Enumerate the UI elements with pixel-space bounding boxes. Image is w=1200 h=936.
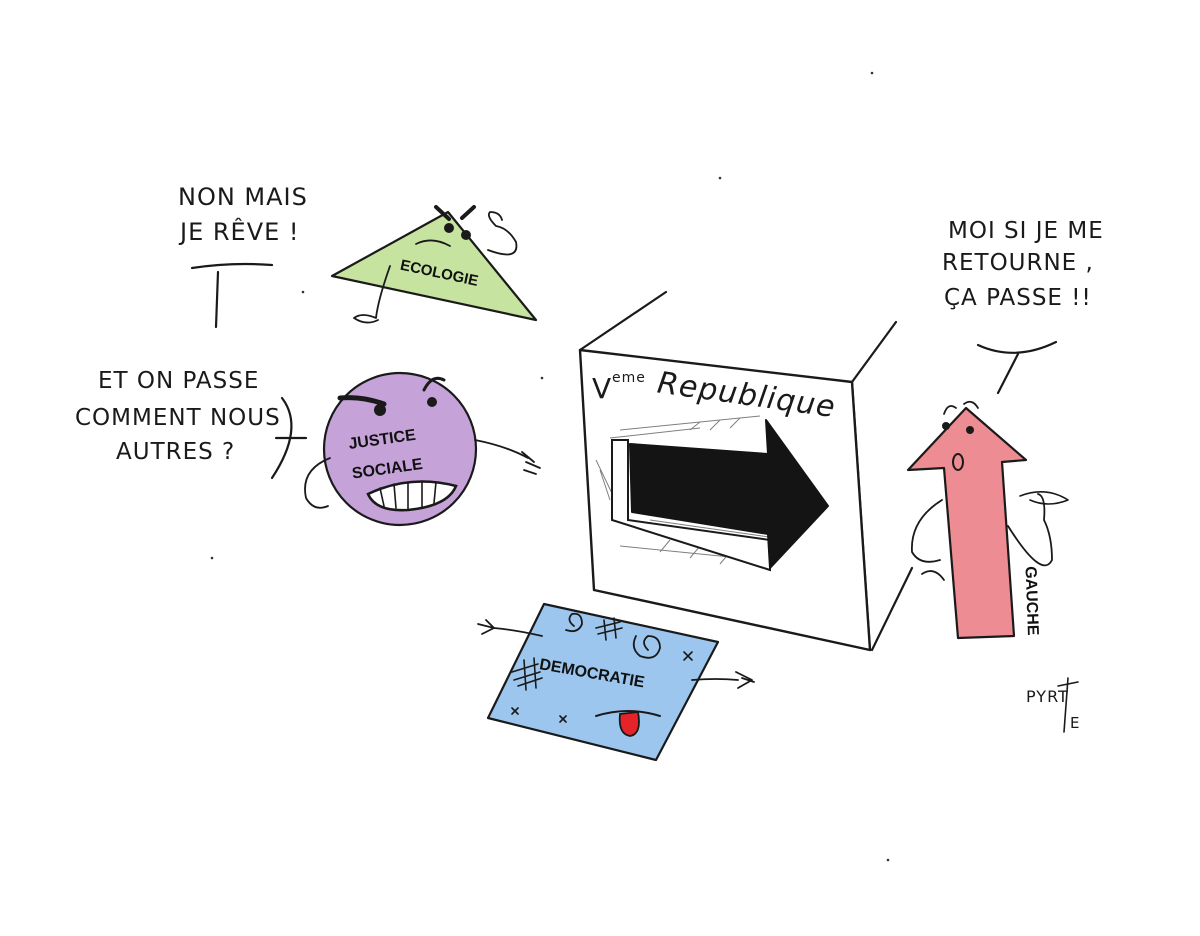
cross-marks — [511, 651, 693, 723]
arm-right — [691, 678, 739, 681]
teeth — [379, 480, 437, 511]
signature-stroke — [1057, 677, 1079, 733]
character-justice-sociale: JUSTICE SOCIALE — [304, 371, 541, 527]
speech-tail-stem — [996, 352, 1020, 395]
leg — [353, 265, 391, 324]
arm-right — [1007, 493, 1053, 567]
speech-ecology-line1: NON MAIS — [178, 183, 308, 211]
box-superscript: eme — [612, 370, 646, 386]
eye-left — [942, 422, 950, 430]
arm-left — [304, 457, 331, 509]
eyebrow-left — [337, 395, 387, 407]
arrow-right-icon — [629, 419, 829, 569]
eyebrow-right — [422, 376, 446, 392]
hash-mark — [511, 657, 543, 691]
speech-tail-stem — [214, 270, 220, 329]
box-edge-top-right — [850, 320, 898, 384]
signature-line1: PYRT — [1026, 687, 1069, 706]
arm-right — [487, 211, 518, 256]
swirl-icon — [565, 612, 583, 633]
speech-justice-line1: ET ON PASSE — [98, 368, 259, 394]
mouth — [415, 239, 451, 247]
gauche-label: GAUCHE — [1022, 566, 1041, 636]
hand-left — [477, 619, 495, 635]
hash-mark — [595, 617, 623, 641]
arm-left — [911, 499, 943, 563]
character-ecologie: ECOLOGIE — [330, 205, 538, 324]
box-edge-back-bottom — [870, 566, 914, 652]
arm-left — [493, 627, 543, 637]
hand-right — [735, 671, 755, 689]
speech-bubble-ecology: NON MAIS JE RÊVE ! — [178, 183, 308, 329]
box-edge-top-left — [578, 290, 668, 352]
democratie-panel — [486, 602, 720, 762]
eyebrow-right — [460, 205, 476, 220]
eye-right — [966, 426, 974, 434]
box-numeral: V — [592, 372, 612, 405]
eye-right — [461, 230, 471, 240]
speech-gauche-line2: RETOURNE , — [942, 250, 1094, 276]
speech-ecology-line2: JE RÊVE ! — [178, 217, 300, 246]
tongue — [618, 711, 640, 737]
republique-box: V eme Republique — [578, 290, 914, 652]
artist-signature: PYRT E — [1026, 677, 1080, 733]
eye-left — [444, 223, 454, 233]
eye-right — [427, 397, 437, 407]
speech-justice-line2: COMMENT NOUS — [75, 405, 281, 431]
stray-dots — [210, 71, 890, 862]
brow-right — [963, 400, 979, 409]
speech-gauche-line3: ÇA PASSE !! — [944, 285, 1092, 311]
mouth-o — [952, 453, 964, 471]
mouth — [595, 710, 661, 717]
hand-right — [521, 451, 541, 475]
character-democratie: DEMOCRATIE — [477, 602, 755, 762]
speech-bubble-gauche: MOI SI JE ME RETOURNE , ÇA PASSE !! — [942, 218, 1104, 395]
eye-left — [374, 404, 386, 416]
speech-tail-arc — [976, 340, 1058, 354]
eyebrow-left — [434, 205, 451, 221]
hand-left — [921, 570, 945, 581]
speech-gauche-line1: MOI SI JE ME — [948, 218, 1104, 244]
speech-justice-line3: AUTRES ? — [116, 439, 235, 465]
signature-line2: E — [1070, 714, 1080, 732]
ecologie-triangle — [330, 210, 538, 322]
speech-tail-bar — [190, 262, 274, 270]
speech-bubble-justice: ET ON PASSE COMMENT NOUS AUTRES ? — [75, 368, 308, 480]
gesture-swirl — [1019, 491, 1069, 505]
character-gauche: GAUCHE — [906, 400, 1069, 640]
brow-left — [943, 405, 957, 415]
gauche-arrow — [906, 406, 1028, 640]
arm-right — [474, 439, 529, 459]
swirl-icon — [632, 635, 661, 659]
speech-tail-arc — [270, 396, 293, 480]
